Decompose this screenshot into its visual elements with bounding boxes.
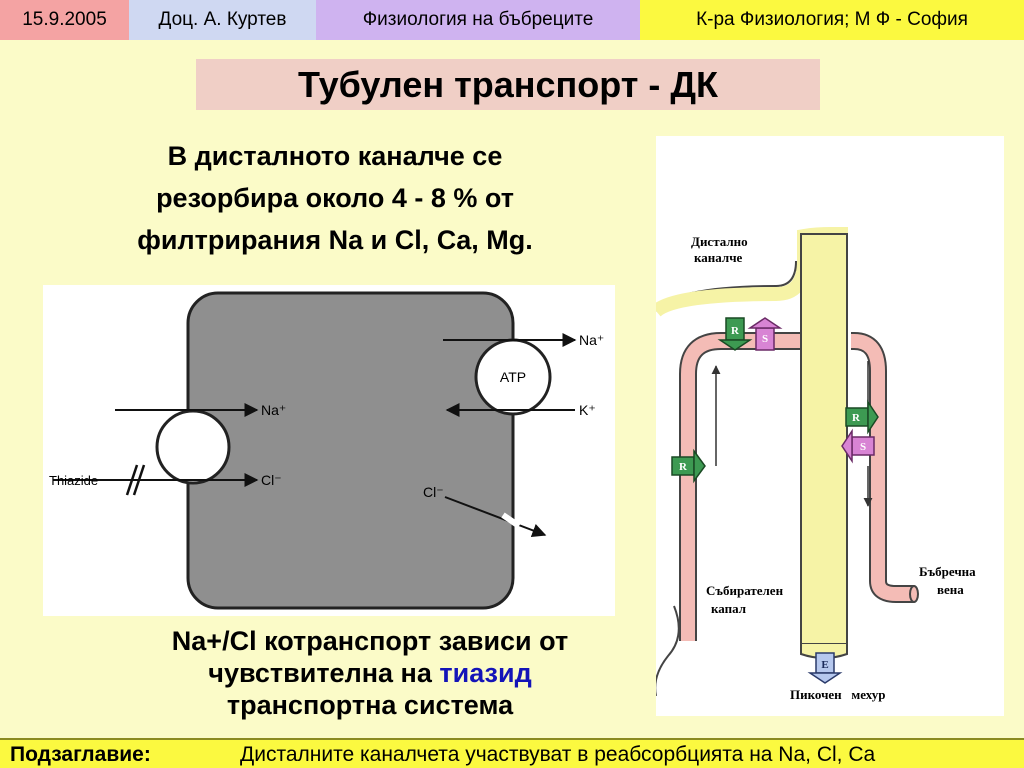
marker-r-left: R (679, 461, 688, 473)
cotransporter-circle (155, 409, 231, 485)
distal-label-2: каналче (694, 250, 743, 265)
vein-label-1: Бъбречна (919, 564, 976, 579)
k-in-label: K⁺ (579, 402, 596, 418)
thiazide-label: Thiazide (49, 473, 98, 488)
footer-text: Дисталните каналчета участвуват в реабсо… (240, 743, 876, 766)
footer-bar: Подзаглавие: Дисталните каналчета участв… (0, 738, 1024, 768)
thiazide-block-mark-2 (132, 464, 146, 496)
bladder-label: Пикочен мехур (790, 687, 886, 702)
collecting-duct (800, 233, 848, 645)
collecting-label-1: Събирателен (706, 583, 784, 598)
header-author: Доц. А. Куртев (129, 0, 316, 40)
reabsorb-arrow-left-head (693, 448, 706, 484)
vein-label-2: вена (937, 582, 964, 597)
cl-out-label: Cl⁻ (423, 484, 444, 500)
header-department: К-ра Физиология; М Ф - София (640, 0, 1024, 40)
reabsorb-arrow-top-head (717, 339, 753, 351)
secrete-arrow-right-head (841, 428, 853, 464)
cell-transport-diagram: Na⁺ Cl⁻ Thiazide ATP Na⁺ K⁺ Cl⁻ (43, 285, 615, 616)
slide-title: Тубулен транспорт - ДК (196, 59, 820, 110)
na-out-label: Na⁺ (579, 332, 604, 348)
note-line-2: чувствителна на тиазид (100, 657, 640, 689)
na-in-label: Na⁺ (261, 402, 286, 418)
note-line-1: Na+/Cl котранспорт зависи от (171, 626, 569, 656)
tubule-diagram: R S R S R E Дистално каналче Събирателен… (656, 136, 1004, 716)
secrete-arrow-top-head (747, 317, 783, 329)
note-line-2-prefix: чувствителна на (208, 658, 432, 688)
intro-line-1: В дисталното каналче се (167, 141, 503, 171)
marker-e: E (821, 659, 828, 671)
reabsorb-arrow-right-head (867, 399, 879, 435)
marker-r-right: R (852, 412, 861, 424)
intro-text: В дисталното каналче се резорбира около … (70, 135, 600, 261)
footer-label: Подзаглавие: (10, 743, 151, 766)
cl-efflux-arrow (444, 496, 547, 538)
intro-line-3: филтрирания Na и Cl, Ca, Mg. (137, 225, 533, 255)
thiazide-block-mark-1 (125, 464, 139, 496)
cl-channel-mark (501, 512, 521, 529)
header-date: 15.9.2005 (0, 0, 129, 40)
thiazide-note: Na+/Cl котранспорт зависи от чувствителн… (100, 625, 640, 721)
note-line-3: транспортна система (226, 690, 514, 720)
atp-label: ATP (500, 369, 526, 385)
marker-s-top: S (762, 333, 768, 345)
cl-in-label: Cl⁻ (261, 472, 282, 488)
note-thiazide-highlight: тиазид (439, 658, 532, 688)
distal-left-lip (656, 605, 680, 696)
marker-r-top: R (731, 325, 740, 337)
distal-label-1: Дистално (691, 234, 748, 249)
marker-s-right: S (860, 441, 866, 453)
excretion-arrow-head (807, 672, 843, 684)
collecting-label-2: капал (711, 601, 746, 616)
vessel-end (909, 585, 919, 603)
header-topic: Физиология на бъбреците (316, 0, 640, 40)
intro-line-2: резорбира около 4 - 8 % от (156, 183, 514, 213)
